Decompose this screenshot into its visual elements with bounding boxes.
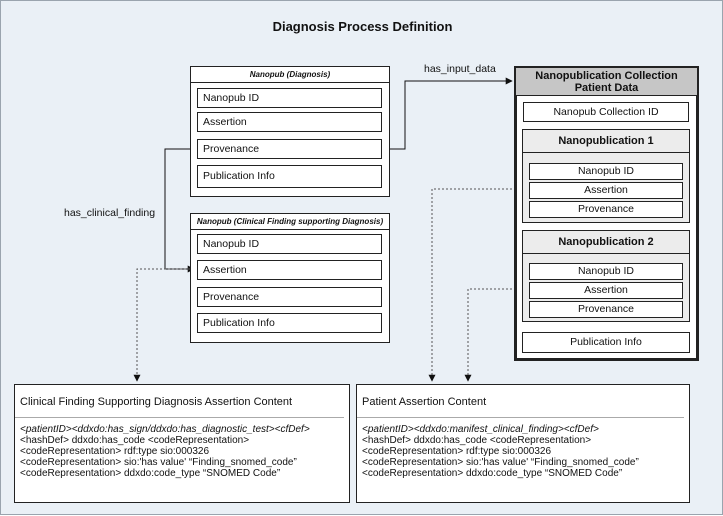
clinical-nanopub-id: Nanopub ID xyxy=(197,234,382,254)
clinical-content-line: <codeRepresentation> sio:'has value' “Fi… xyxy=(20,457,297,468)
np2-provenance: Provenance xyxy=(529,301,683,318)
nanopublication-2-title: Nanopublication 2 xyxy=(523,231,689,254)
nanopub-diagnosis-header: Nanopub (Diagnosis) xyxy=(191,67,389,83)
patient-content-title: Patient Assertion Content xyxy=(362,396,487,408)
patient-content-line: <codeRepresentation> sio:'has value' “Fi… xyxy=(362,457,639,468)
patient-content-line: <codeRepresentation> rdf:type sio:000326 xyxy=(362,446,552,457)
clinical-content-line: <codeRepresentation> rdf:type sio:000326 xyxy=(20,446,210,457)
patient-content-divider xyxy=(357,417,684,418)
collection-id: Nanopub Collection ID xyxy=(523,102,689,122)
clinical-content-lines: <patientID><ddxdo:has_sign/ddxdo:has_dia… xyxy=(15,418,349,479)
clinical-content-box: Clinical Finding Supporting Diagnosis As… xyxy=(14,384,350,503)
clinical-assertion: Assertion xyxy=(197,260,382,280)
diagnosis-provenance: Provenance xyxy=(197,139,382,159)
patient-content-line: <patientID><ddxdo:manifest_clinical_find… xyxy=(362,424,599,435)
nanopub1-assertion-link xyxy=(428,188,528,382)
patient-content-line: <codeRepresentation> ddxdo:code_type “SN… xyxy=(362,468,623,479)
diagnosis-assertion: Assertion xyxy=(197,112,382,132)
diagnosis-publication-info: Publication Info xyxy=(197,165,382,188)
clinical-content-title: Clinical Finding Supporting Diagnosis As… xyxy=(20,396,293,408)
nanopub-clinical-header: Nanopub (Clinical Finding supporting Dia… xyxy=(191,214,389,230)
np2-assertion: Assertion xyxy=(529,282,683,299)
clinical-publication-info: Publication Info xyxy=(197,313,382,333)
has-clinical-finding-label: has_clinical_finding xyxy=(64,207,156,219)
np1-nanopub-id: Nanopub ID xyxy=(529,163,683,180)
clinical-content-line: <hashDef> ddxdo:has_code <codeRepresenta… xyxy=(20,435,250,446)
np1-provenance: Provenance xyxy=(529,201,683,218)
clinical-provenance: Provenance xyxy=(197,287,382,307)
collection-publication-info: Publication Info xyxy=(522,332,690,353)
collection-title: Nanopublication Collection Patient Data xyxy=(516,68,697,94)
clinical-content-line: <codeRepresentation> ddxdo:code_type “SN… xyxy=(20,468,281,479)
patient-content-box: Patient Assertion Content <patientID><dd… xyxy=(356,384,690,503)
collection-title-line2: Patient Data xyxy=(574,82,639,94)
clinical-assertion-link xyxy=(133,268,190,382)
collection-title-line1: Nanopublication Collection xyxy=(535,70,678,82)
np1-assertion: Assertion xyxy=(529,182,683,199)
nanopublication-1-title: Nanopublication 1 xyxy=(523,130,689,153)
clinical-content-line: <patientID><ddxdo:has_sign/ddxdo:has_dia… xyxy=(20,424,310,435)
diagnosis-nanopub-id: Nanopub ID xyxy=(197,88,382,108)
np2-nanopub-id: Nanopub ID xyxy=(529,263,683,280)
has-input-data-label: has_input_data xyxy=(424,63,496,75)
diagram-title: Diagnosis Process Definition xyxy=(272,19,453,34)
nanopub2-assertion-link xyxy=(464,288,528,382)
patient-content-lines: <patientID><ddxdo:manifest_clinical_find… xyxy=(357,418,689,479)
has-input-data-edge xyxy=(382,77,513,150)
has-clinical-finding-edge xyxy=(164,148,197,273)
clinical-content-divider xyxy=(15,417,344,418)
patient-content-line: <hashDef> ddxdo:has_code <codeRepresenta… xyxy=(362,435,592,446)
